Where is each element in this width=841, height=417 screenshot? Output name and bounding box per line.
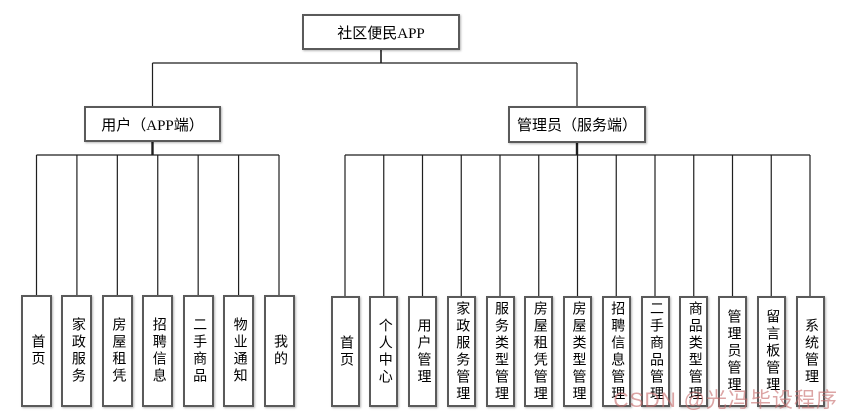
node-leaf-1-3: 家政服务管理 [446,296,476,407]
node-leaf-0-5: 物业通知 [223,295,255,407]
node-root: 社区便民APP [302,14,460,50]
node-leaf-1-1: 个人中心 [369,296,399,407]
node-leaf-1-9: 商品类型管理 [679,296,709,407]
node-leaf-1-8: 二手商品管理 [640,296,670,407]
node-branch-user-app: 用户（APP端） [84,106,221,142]
node-leaf-1-0: 首页 [330,296,360,407]
node-leaf-0-4: 二手商品 [182,295,214,407]
node-leaf-1-4: 服务类型管理 [485,296,515,407]
node-leaf-1-10: 管理员管理 [718,296,747,407]
node-leaf-0-6: 我的 [263,295,295,407]
node-leaf-0-0: 首页 [21,295,52,407]
node-leaf-1-2: 用户管理 [408,296,437,407]
node-branch-admin-server: 管理员（服务端） [508,106,646,143]
node-leaf-0-3: 招聘信息 [142,295,174,407]
node-leaf-0-2: 房屋租凭 [101,295,133,407]
node-leaf-0-1: 家政服务 [61,295,93,407]
node-leaf-1-5: 房屋租凭管理 [524,296,554,407]
node-leaf-1-11: 留言板管理 [756,296,786,407]
node-leaf-1-7: 招聘信息管理 [601,296,631,407]
node-leaf-1-12: 系统管理 [795,296,825,407]
node-leaf-1-6: 房屋类型管理 [563,296,592,407]
